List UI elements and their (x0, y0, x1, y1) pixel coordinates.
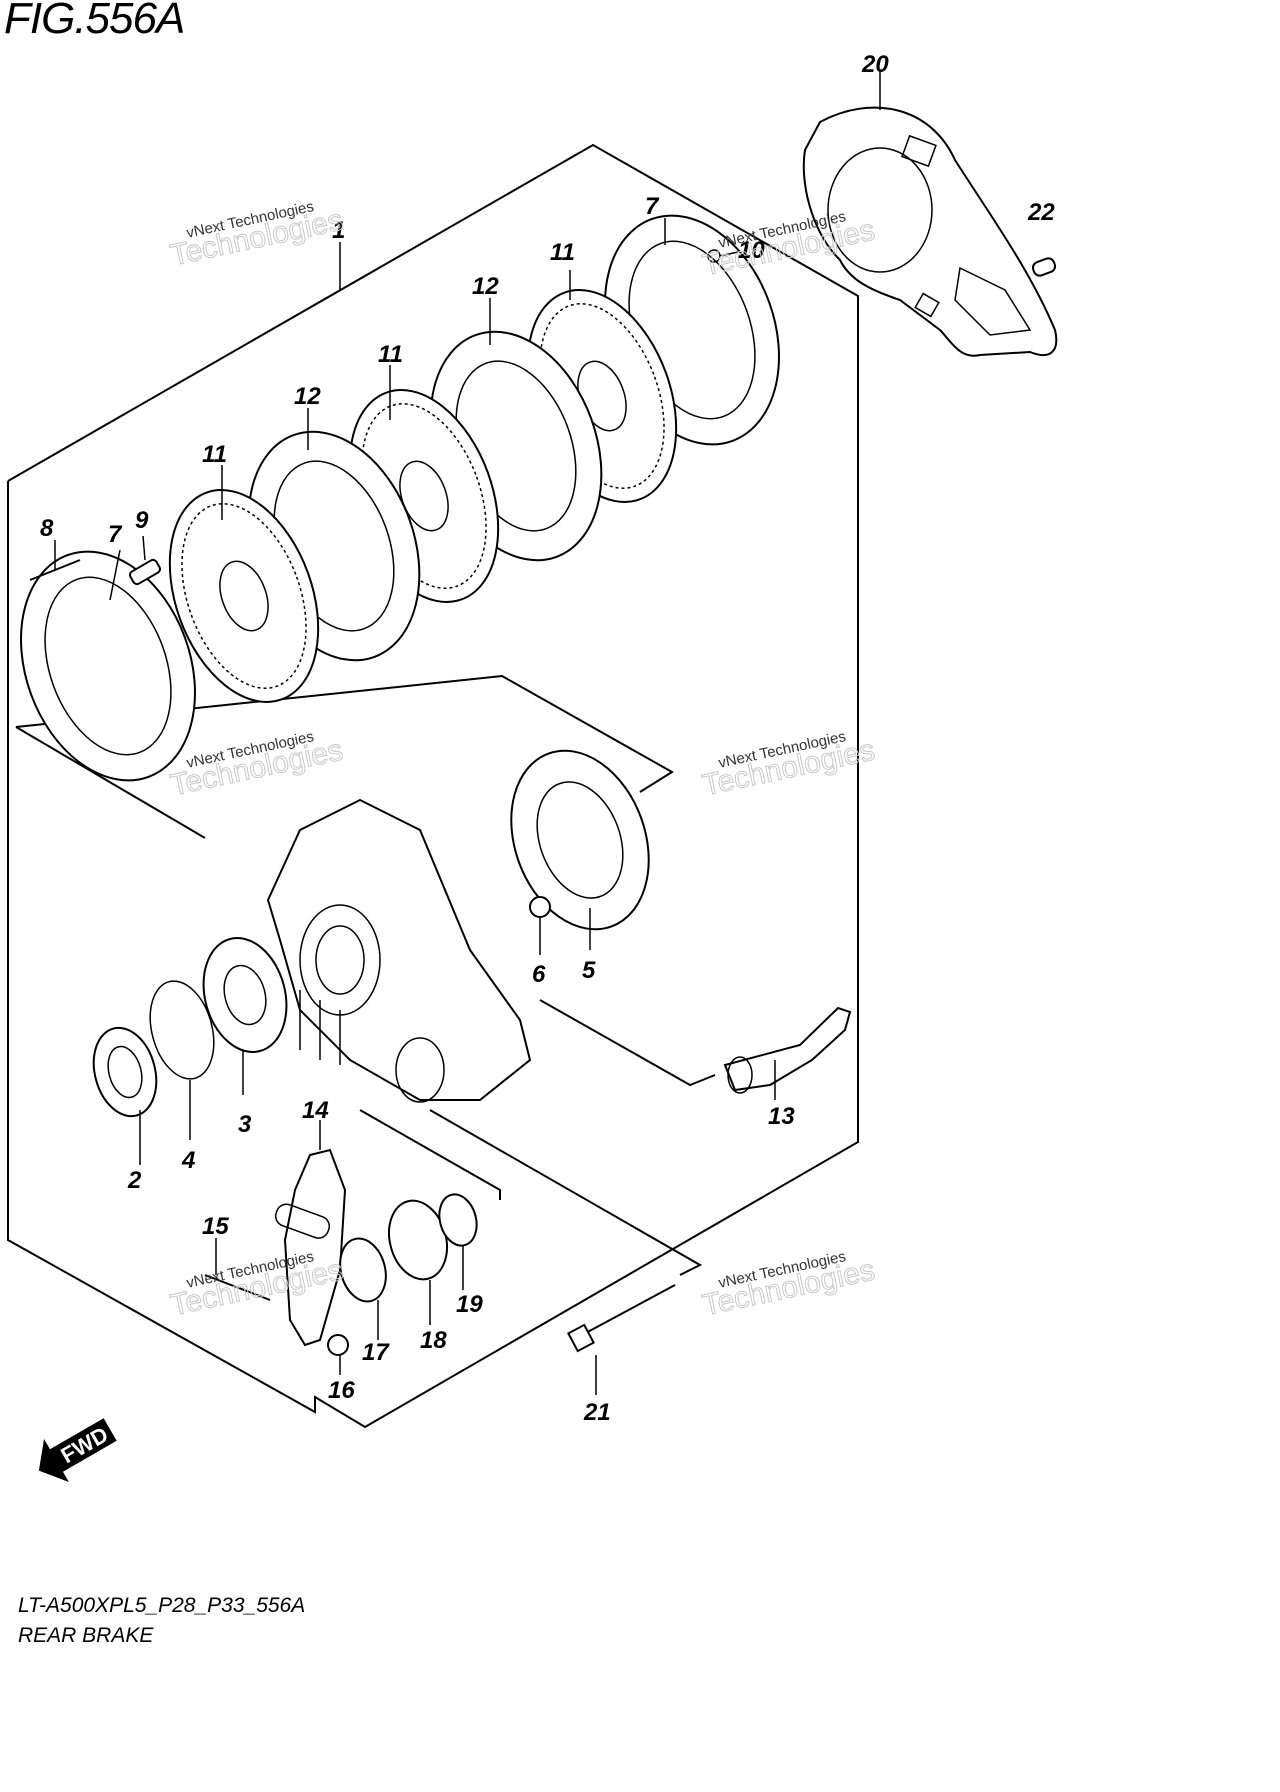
callout-19: 19 (456, 1291, 483, 1318)
callout-16: 16 (328, 1377, 355, 1404)
housing-bolt (581, 1284, 676, 1336)
callout-15: 15 (202, 1213, 229, 1240)
lower-group-bracket (359, 1109, 501, 1200)
steel-ball (529, 896, 551, 918)
callout-12: 12 (294, 383, 321, 410)
watermark-6: Technologies vNext Technologies (699, 1248, 878, 1323)
figure-title: FIG.556A (4, 0, 185, 43)
brake-lever (274, 1148, 347, 1347)
watermark-1: Technologies vNext Technologies (167, 198, 346, 273)
brake-cam-plate (510, 749, 650, 931)
bearing (202, 937, 288, 1053)
brake-camshaft (723, 1006, 852, 1094)
callout-11: 11 (550, 239, 575, 266)
nut (327, 1334, 349, 1356)
callout-7: 7 (645, 193, 660, 220)
callout-6: 6 (532, 961, 546, 988)
callout-11: 11 (202, 441, 227, 468)
forward-arrow-icon: FWD (38, 1418, 117, 1482)
lever-seal (438, 1193, 478, 1247)
callout-5: 5 (582, 957, 596, 984)
friction-disc-1 (168, 489, 320, 703)
callout-13: 13 (768, 1103, 795, 1130)
callout-11: 11 (378, 341, 403, 368)
adjust-bolt (204, 1274, 271, 1301)
brake-housing (266, 798, 532, 1103)
oil-seal (92, 1026, 158, 1118)
callout-12: 12 (472, 273, 499, 300)
callout-14: 14 (302, 1097, 329, 1124)
callout-18: 18 (420, 1327, 447, 1354)
indicator-plate (339, 1237, 387, 1303)
callout-1: 1 (332, 217, 345, 244)
callout-3: 3 (238, 1111, 252, 1138)
brake-plate-front (20, 550, 196, 782)
callout-9: 9 (135, 507, 149, 534)
callout-4: 4 (181, 1147, 195, 1174)
callout-2: 2 (127, 1167, 142, 1194)
circlip (149, 980, 215, 1080)
callout-8: 8 (40, 515, 54, 542)
dowel-pin (1031, 257, 1057, 277)
callout-22: 22 (1027, 199, 1055, 226)
assembly-outline (7, 143, 859, 1429)
callout-7: 7 (108, 521, 123, 548)
watermark-4: Technologies vNext Technologies (699, 728, 878, 803)
callout-10: 10 (738, 237, 765, 264)
section-title: REAR BRAKE (18, 1624, 154, 1647)
model-code: LT-A500XPL5_P28_P33_556A (18, 1594, 306, 1617)
callout-21: 21 (583, 1399, 611, 1426)
gasket-plate (802, 106, 1058, 357)
callout-17: 17 (362, 1339, 390, 1366)
watermark-3: Technologies vNext Technologies (167, 728, 346, 803)
callout-20: 20 (861, 51, 889, 78)
spring (128, 558, 162, 586)
